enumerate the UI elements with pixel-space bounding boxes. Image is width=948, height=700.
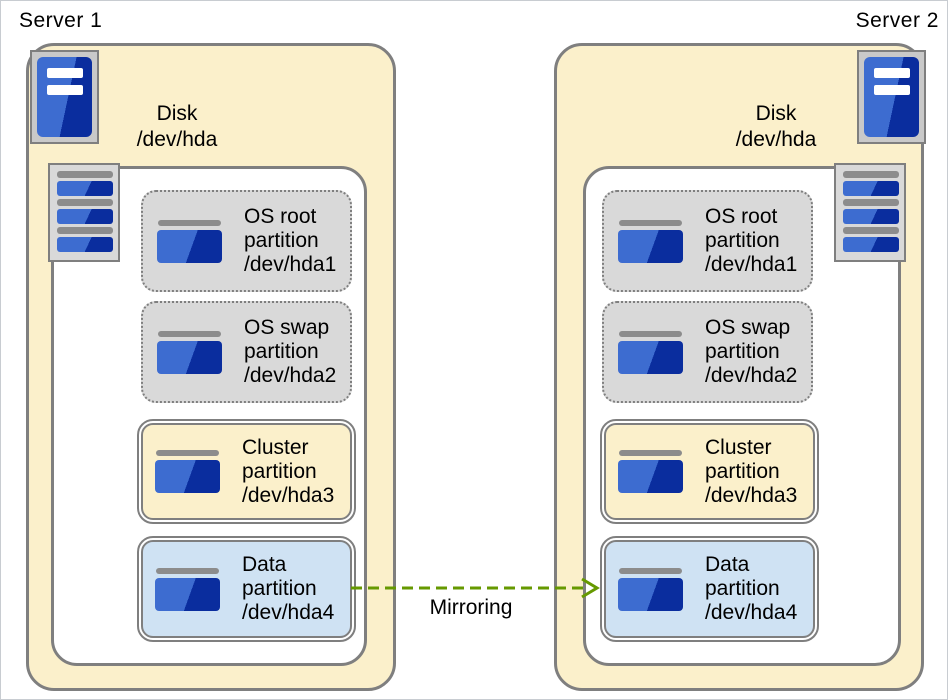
partition-text: OS swap partition /dev/hda2: [705, 316, 798, 387]
partition-text: OS root partition /dev/hda1: [244, 205, 337, 276]
partition-icon: [155, 450, 220, 493]
disk-platter-gray: [57, 199, 113, 206]
partition-os-root: OS root partition /dev/hda1: [141, 190, 352, 292]
disk-platter-gray: [843, 199, 899, 206]
server2-label: Server 2: [855, 9, 939, 32]
partition-icon: [157, 219, 222, 263]
mirroring-label: Mirroring: [429, 596, 513, 619]
disk-stack-icon: [834, 163, 906, 262]
server-tower-icon: [857, 50, 926, 144]
disk-platter-gray: [57, 171, 113, 178]
server-tower-body: [37, 57, 92, 137]
mirroring-arrow: [351, 577, 600, 599]
disk-platter-blue: [57, 237, 113, 252]
disk-platter-gray: [843, 227, 899, 234]
partition-text: OS swap partition /dev/hda2: [244, 316, 337, 387]
disk-platter-blue: [843, 181, 899, 196]
partition-data: Data partition /dev/hda4: [137, 536, 356, 642]
server2-group-box: Disk /dev/hda OS root partition /dev/hda…: [554, 43, 926, 691]
disk-platter-blue: [57, 209, 113, 224]
server1-label: Server 1: [19, 9, 103, 32]
disk-title-line1: Disk: [755, 102, 797, 125]
partition-text: OS root partition /dev/hda1: [705, 205, 798, 276]
server-tower-slot: [874, 68, 910, 78]
disk-platter-blue: [57, 181, 113, 196]
partition-icon: [618, 219, 683, 263]
partition-text: Data partition /dev/hda4: [705, 553, 798, 624]
arrowhead-icon: [581, 577, 600, 599]
partition-icon: [618, 450, 683, 493]
partition-text: Cluster partition /dev/hda3: [705, 435, 798, 507]
disk-title: Disk /dev/hda: [676, 101, 876, 153]
server-tower-body: [864, 57, 919, 137]
partition-icon: [157, 330, 222, 374]
disk-title: Disk /dev/hda: [77, 101, 277, 153]
disk-stack-icon: [48, 163, 120, 262]
partition-text: Data partition /dev/hda4: [242, 553, 335, 624]
disk-title-line2: /dev/hda: [735, 128, 817, 151]
disk-platter-gray: [57, 227, 113, 234]
server-tower-slot: [47, 85, 83, 95]
partition-os-swap: OS swap partition /dev/hda2: [141, 301, 352, 403]
partition-icon: [618, 330, 683, 374]
disk-title-line1: Disk: [156, 102, 198, 125]
disk-platter-blue: [843, 237, 899, 252]
partition-text: Cluster partition /dev/hda3: [242, 435, 335, 507]
partition-icon: [155, 567, 220, 611]
server-tower-icon: [30, 50, 99, 144]
disk-title-line2: /dev/hda: [136, 128, 218, 151]
partition-data: Data partition /dev/hda4: [600, 536, 819, 642]
partition-icon: [618, 567, 683, 611]
server-tower-slot: [874, 85, 910, 95]
partition-cluster: Cluster partition /dev/hda3: [137, 419, 356, 524]
partition-os-swap: OS swap partition /dev/hda2: [602, 301, 813, 403]
partition-os-root: OS root partition /dev/hda1: [602, 190, 813, 292]
server-tower-slot: [47, 68, 83, 78]
disk-platter-blue: [843, 209, 899, 224]
server1-group-box: Disk /dev/hda OS root partition /dev/hda…: [26, 43, 396, 691]
partition-cluster: Cluster partition /dev/hda3: [600, 419, 819, 524]
disk-platter-gray: [843, 171, 899, 178]
